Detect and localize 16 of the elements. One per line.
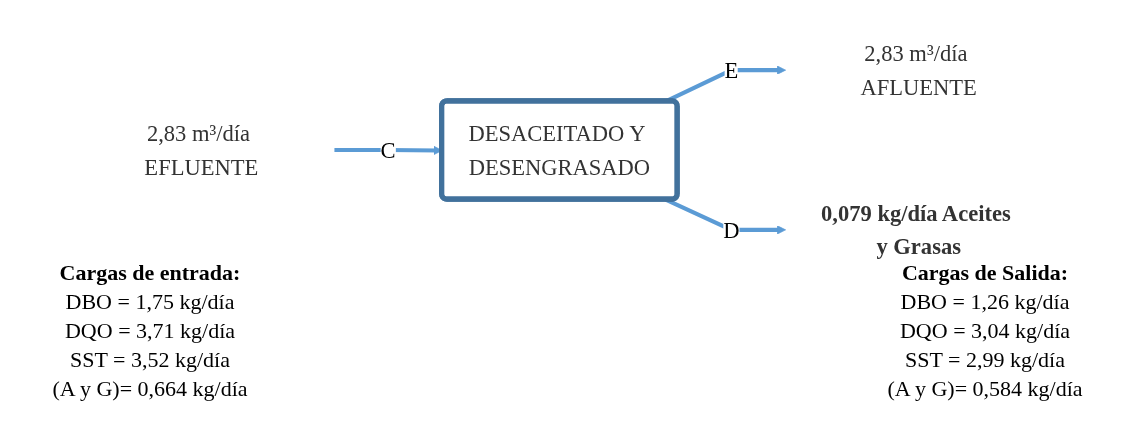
load-value: (A y G)= 0,584 kg/día: [886, 375, 1084, 403]
heading: Cargas de entrada:: [58, 259, 242, 287]
edge-label: E: [724, 57, 739, 83]
heading: Cargas de Salida:: [900, 259, 1070, 287]
node-text: 2,83 m³/día AFLUENTE: [860, 40, 977, 100]
edge-label: D: [723, 217, 740, 243]
edge-label: C: [380, 137, 396, 163]
load-value: DBO = 1,26 kg/día: [899, 288, 1071, 316]
load-value: SST = 3,52 kg/día: [69, 346, 231, 374]
node-text: 0,079 kg/día Aceites y Grasas: [821, 200, 1011, 260]
load-value: SST = 2,99 kg/día: [904, 346, 1066, 374]
load-value: DQO = 3,71 kg/día: [63, 317, 237, 345]
load-value: DBO = 1,75 kg/día: [64, 288, 236, 316]
load-value: DQO = 3,04 kg/día: [898, 317, 1072, 345]
load-value: (A y G)= 0,664 kg/día: [51, 375, 249, 403]
node-text: 2,83 m³/día EFLUENTE: [144, 120, 259, 180]
